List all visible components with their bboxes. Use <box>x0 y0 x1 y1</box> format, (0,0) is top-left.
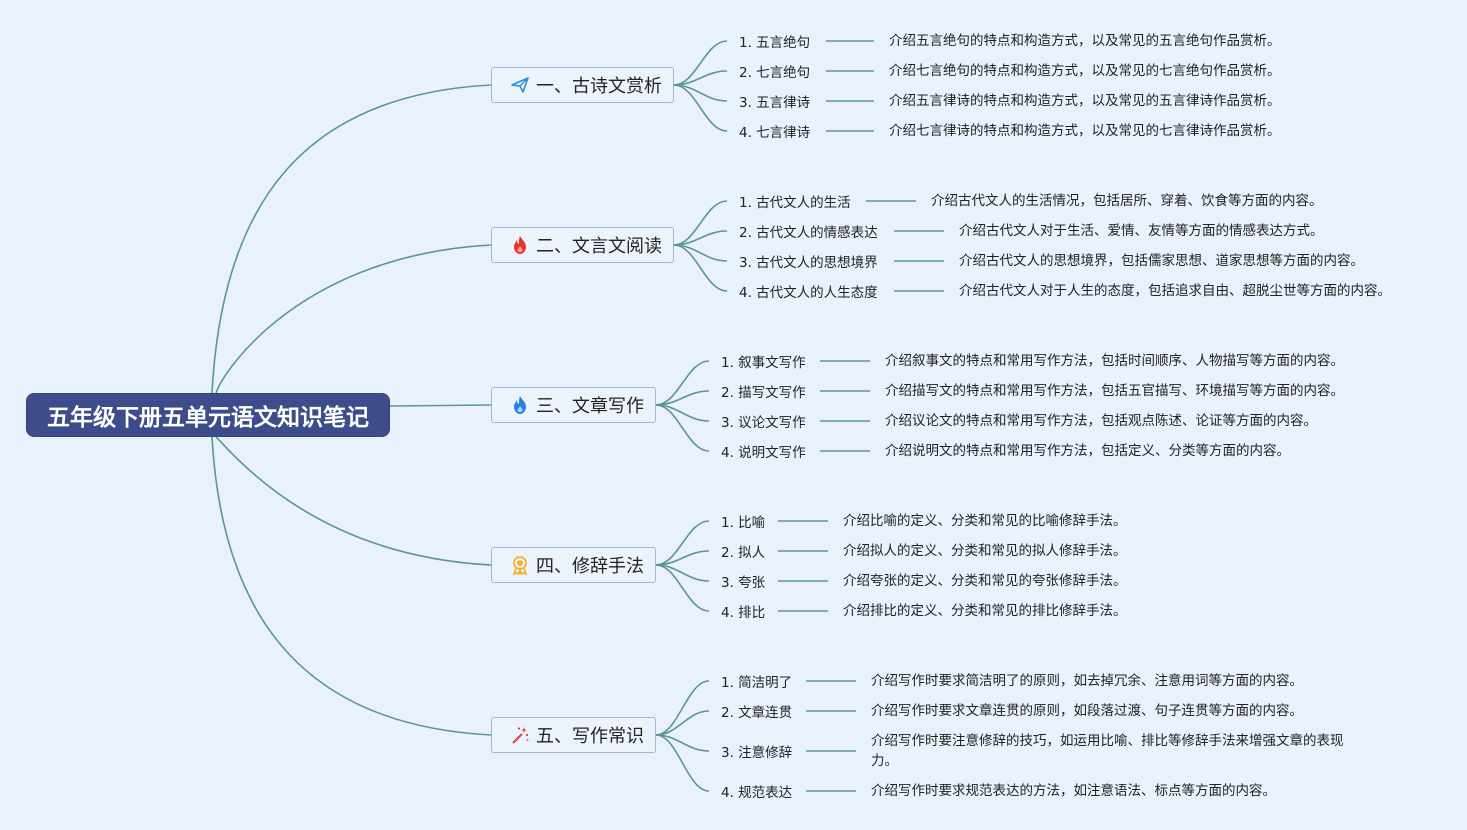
connector-curve <box>655 734 710 792</box>
subtopic-5-1[interactable]: 1. 简洁明了 <box>721 675 793 691</box>
subtopic-4-3[interactable]: 3. 夸张 <box>721 575 766 591</box>
subtopic-description: 介绍古代文人对于生活、爱情、友情等方面的情感表达方式。 <box>959 223 1324 239</box>
connector-curve <box>655 680 710 736</box>
magic-wand-icon <box>512 727 529 744</box>
paper-plane-icon <box>510 75 530 95</box>
connector-curve <box>211 436 492 736</box>
magic-wand-icon <box>510 725 530 745</box>
subtopic-4-2[interactable]: 2. 拟人 <box>721 545 766 561</box>
connector-curve <box>655 360 710 406</box>
connector-curve <box>655 564 710 612</box>
subtopic-1-3[interactable]: 3. 五言律诗 <box>739 95 811 111</box>
subtopic-2-1[interactable]: 1. 古代文人的生活 <box>739 195 851 211</box>
branch-topic-4[interactable]: 四、修辞手法 <box>491 547 656 583</box>
subtopic-3-2[interactable]: 2. 描写文写作 <box>721 385 806 401</box>
subtopic-5-3[interactable]: 3. 注意修辞 <box>721 745 793 761</box>
subtopic-description: 介绍五言绝句的特点和构造方式，以及常见的五言绝句作品赏析。 <box>889 33 1281 49</box>
subtopic-description: 介绍叙事文的特点和常用写作方法，包括时间顺序、人物描写等方面的内容。 <box>885 353 1344 369</box>
connector-curve <box>655 520 710 566</box>
subtopic-4-1[interactable]: 1. 比喻 <box>721 515 766 531</box>
subtopic-description: 介绍写作时要求规范表达的方法，如注意语法、标点等方面的内容。 <box>871 783 1276 799</box>
subtopic-description: 介绍写作时要注意修辞的技巧，如运用比喻、排比等修辞手法来增强文章的表现力。 <box>871 733 1344 769</box>
subtopic-1-4[interactable]: 4. 七言律诗 <box>739 125 811 141</box>
subtopic-2-2[interactable]: 2. 古代文人的情感表达 <box>739 225 878 241</box>
award-ribbon-icon <box>510 555 530 575</box>
blue-flame-icon <box>510 395 530 415</box>
subtopic-description: 介绍古代文人的生活情况，包括居所、穿着、饮食等方面的内容。 <box>931 193 1323 209</box>
subtopic-3-1[interactable]: 1. 叙事文写作 <box>721 355 806 371</box>
root-topic[interactable]: 五年级下册五单元语文知识笔记 <box>26 393 390 437</box>
connector-curve <box>655 710 710 736</box>
branch-label: 四、修辞手法 <box>536 556 644 577</box>
subtopic-description: 介绍比喻的定义、分类和常见的比喻修辞手法。 <box>843 513 1127 529</box>
subtopic-3-3[interactable]: 3. 议论文写作 <box>721 415 806 431</box>
subtopic-4-4[interactable]: 4. 排比 <box>721 605 766 621</box>
connector-curve <box>389 404 492 407</box>
subtopic-description: 介绍五言律诗的特点和构造方式，以及常见的五言律诗作品赏析。 <box>889 93 1281 109</box>
subtopic-5-2[interactable]: 2. 文章连贯 <box>721 705 793 721</box>
subtopic-description: 介绍议论文的特点和常用写作方法，包括观点陈述、论证等方面的内容。 <box>885 413 1317 429</box>
subtopic-description: 介绍古代文人的思想境界，包括儒家思想、道家思想等方面的内容。 <box>959 253 1364 269</box>
connector-curve <box>673 200 728 246</box>
award-ribbon-icon <box>512 556 528 575</box>
branch-topic-1[interactable]: 一、古诗文赏析 <box>491 67 674 103</box>
subtopic-description: 介绍说明文的特点和常用写作方法，包括定义、分类等方面的内容。 <box>885 443 1290 459</box>
connector-curve <box>211 84 492 394</box>
subtopic-3-4[interactable]: 4. 说明文写作 <box>721 445 806 461</box>
subtopic-description: 介绍七言绝句的特点和构造方式，以及常见的七言绝句作品赏析。 <box>889 63 1281 79</box>
subtopic-description: 介绍描写文的特点和常用写作方法，包括五官描写、环境描写等方面的内容。 <box>885 383 1344 399</box>
branch-topic-5[interactable]: 五、写作常识 <box>491 717 656 753</box>
branch-topic-3[interactable]: 三、文章写作 <box>491 387 656 423</box>
connector-curve <box>655 404 710 452</box>
subtopic-description: 介绍写作时要求简洁明了的原则，如去掉冗余、注意用词等方面的内容。 <box>871 673 1303 689</box>
branch-topic-2[interactable]: 二、文言文阅读 <box>491 227 674 263</box>
subtopic-description: 介绍排比的定义、分类和常见的排比修辞手法。 <box>843 603 1127 619</box>
connector-curve <box>673 40 728 86</box>
subtopic-description: 介绍夸张的定义、分类和常见的夸张修辞手法。 <box>843 573 1127 589</box>
connector-curve <box>215 244 492 394</box>
red-flame-icon <box>514 236 526 254</box>
paper-plane-icon <box>511 77 529 93</box>
subtopic-1-2[interactable]: 2. 七言绝句 <box>739 65 811 81</box>
branch-label: 一、古诗文赏析 <box>536 76 662 97</box>
connector-curve <box>215 436 492 566</box>
subtopic-2-3[interactable]: 3. 古代文人的思想境界 <box>739 255 878 271</box>
subtopic-1-1[interactable]: 1. 五言绝句 <box>739 35 811 51</box>
connector-curve <box>673 244 728 292</box>
branch-label: 五、写作常识 <box>536 726 644 747</box>
subtopic-5-4[interactable]: 4. 规范表达 <box>721 785 793 801</box>
subtopic-description: 介绍古代文人对于人生的态度，包括追求自由、超脱尘世等方面的内容。 <box>959 283 1391 299</box>
subtopic-description: 介绍拟人的定义、分类和常见的拟人修辞手法。 <box>843 543 1127 559</box>
connector-curve <box>673 84 728 132</box>
branch-label: 二、文言文阅读 <box>536 236 662 257</box>
red-flame-icon <box>510 235 530 255</box>
blue-flame-icon <box>514 396 526 414</box>
subtopic-2-4[interactable]: 4. 古代文人的人生态度 <box>739 285 878 301</box>
subtopic-description: 介绍七言律诗的特点和构造方式，以及常见的七言律诗作品赏析。 <box>889 123 1281 139</box>
branch-label: 三、文章写作 <box>536 396 644 417</box>
subtopic-description: 介绍写作时要求文章连贯的原则，如段落过渡、句子连贯等方面的内容。 <box>871 703 1303 719</box>
